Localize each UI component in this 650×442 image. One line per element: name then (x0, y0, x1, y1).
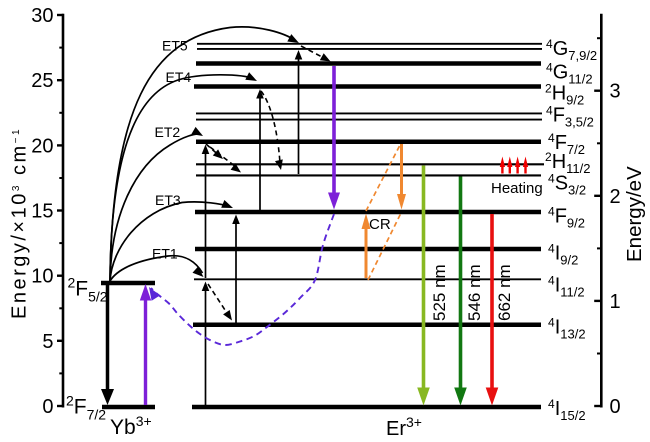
svg-text:5: 5 (42, 331, 53, 353)
svg-text:4G7,9/2: 4G7,9/2 (546, 37, 597, 63)
svg-text:546 nm: 546 nm (465, 264, 484, 321)
svg-text:4F3,5/2: 4F3,5/2 (546, 104, 594, 130)
svg-text:4G11/2: 4G11/2 (546, 61, 593, 87)
svg-text:662 nm: 662 nm (495, 264, 514, 321)
svg-text:2H9/2: 2H9/2 (545, 82, 584, 108)
svg-text:0: 0 (610, 396, 621, 418)
svg-text:0: 0 (42, 396, 53, 418)
svg-text:25: 25 (31, 70, 53, 92)
svg-text:Heating: Heating (491, 180, 543, 197)
svg-text:4I9/2: 4I9/2 (548, 242, 578, 268)
svg-text:4I13/2: 4I13/2 (548, 316, 586, 342)
svg-text:4I15/2: 4I15/2 (548, 397, 586, 423)
svg-text:ET5: ET5 (162, 38, 188, 54)
svg-text:2F7/2: 2F7/2 (66, 393, 106, 423)
svg-text:ET3: ET3 (155, 192, 181, 208)
svg-text:ET2: ET2 (155, 124, 181, 140)
svg-text:15: 15 (31, 201, 53, 223)
svg-text:4I11/2: 4I11/2 (548, 274, 585, 300)
svg-text:1: 1 (610, 291, 621, 313)
svg-text:ET4: ET4 (166, 69, 192, 85)
svg-text:2F5/2: 2F5/2 (68, 275, 108, 305)
svg-text:10: 10 (31, 266, 53, 288)
svg-text:CR: CR (369, 216, 391, 233)
svg-text:30: 30 (31, 5, 53, 27)
svg-text:4S3/2: 4S3/2 (548, 172, 586, 198)
svg-text:4F7/2: 4F7/2 (548, 131, 585, 157)
svg-text:4F9/2: 4F9/2 (548, 205, 585, 231)
svg-text:ET1: ET1 (152, 246, 178, 262)
svg-text:Energy/eV: Energy/eV (623, 166, 646, 262)
svg-text:Energy/×103 cm−1: Energy/×103 cm−1 (9, 127, 31, 319)
svg-text:3: 3 (610, 81, 621, 103)
svg-text:2H11/2: 2H11/2 (545, 150, 590, 176)
svg-text:2: 2 (610, 186, 621, 208)
svg-text:525 nm: 525 nm (430, 264, 449, 321)
svg-text:20: 20 (31, 135, 53, 157)
